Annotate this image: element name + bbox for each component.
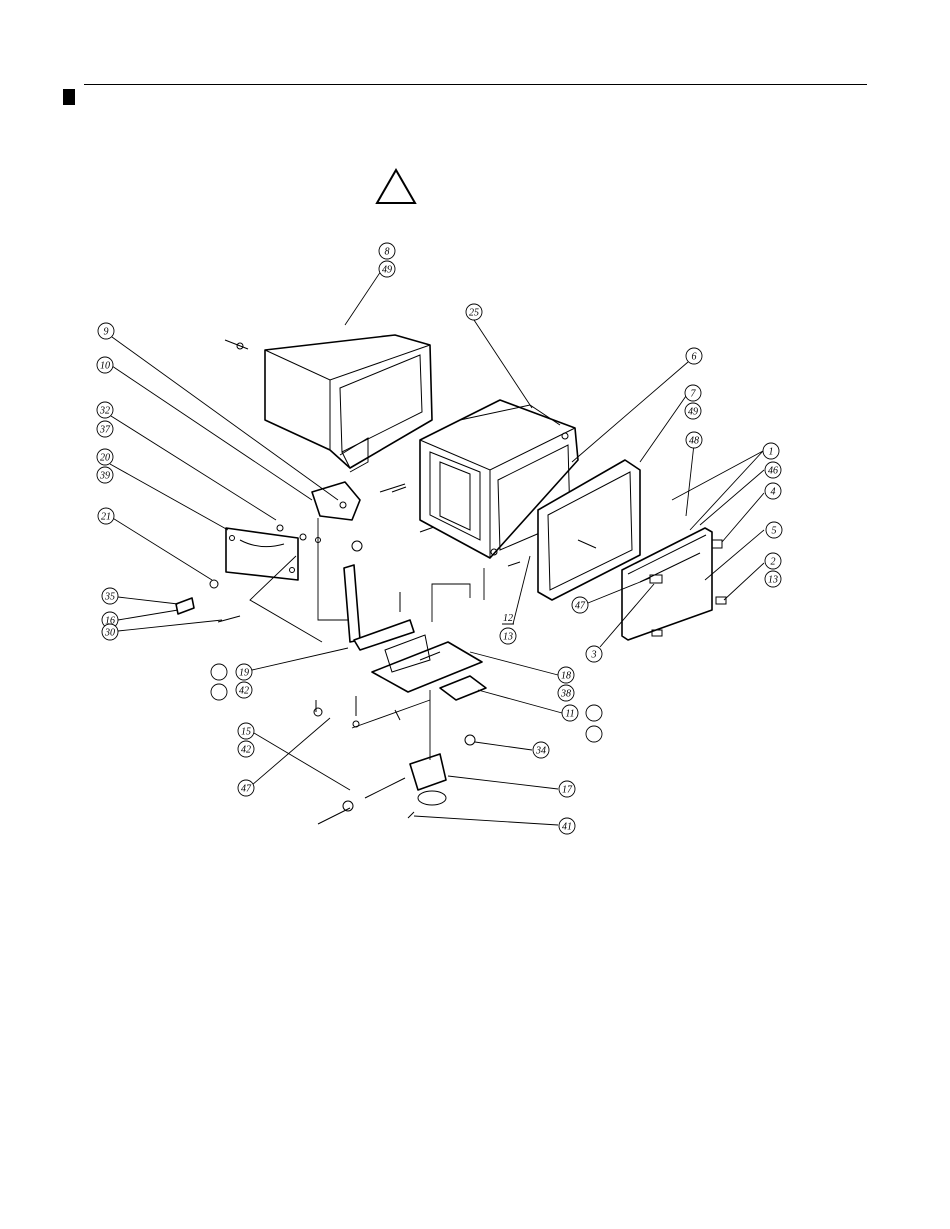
svg-text:5: 5 xyxy=(772,526,777,537)
svg-text:19: 19 xyxy=(239,668,249,679)
svg-text:17: 17 xyxy=(562,785,573,796)
svg-text:37: 37 xyxy=(99,425,111,436)
warning-triangle-icon xyxy=(377,170,415,203)
svg-text:47: 47 xyxy=(575,601,586,612)
svg-text:32: 32 xyxy=(99,406,110,417)
svg-text:20: 20 xyxy=(100,453,110,464)
callout-13-panel: 13 xyxy=(765,571,781,587)
callout-15: 15 xyxy=(238,723,254,739)
svg-text:49: 49 xyxy=(688,407,698,418)
svg-text:12: 12 xyxy=(503,613,513,624)
svg-text:8: 8 xyxy=(385,247,390,258)
svg-text:4: 4 xyxy=(771,487,776,498)
callout-12: 12 xyxy=(502,613,514,624)
svg-text:13: 13 xyxy=(503,632,513,643)
svg-text:10: 10 xyxy=(100,361,110,372)
svg-text:46: 46 xyxy=(768,466,778,477)
svg-text:15: 15 xyxy=(241,727,251,738)
callout-39: 39 xyxy=(97,467,113,483)
callout-8: 8 xyxy=(379,243,395,259)
callout-9: 9 xyxy=(98,323,114,339)
svg-text:21: 21 xyxy=(101,512,111,523)
callout-46: 46 xyxy=(765,462,781,478)
callout-41: 41 xyxy=(559,818,575,834)
part-support-arm xyxy=(344,565,414,650)
callout-35: 35 xyxy=(102,588,118,604)
callout-49-bezel: 49 xyxy=(685,403,701,419)
callout-6: 6 xyxy=(686,348,702,364)
part-hood-cover xyxy=(225,335,432,472)
callout-48: 48 xyxy=(686,432,702,448)
callout-47-screws: 47 xyxy=(238,780,254,796)
svg-text:48: 48 xyxy=(689,436,699,447)
part-angle-bracket xyxy=(312,482,405,551)
svg-text:11: 11 xyxy=(565,709,574,720)
callout-38: 38 xyxy=(558,685,574,701)
part-base-plate xyxy=(372,635,486,700)
callout-32: 32 xyxy=(97,402,113,418)
svg-text:38: 38 xyxy=(560,689,571,700)
svg-text:25: 25 xyxy=(469,308,479,319)
svg-text:2: 2 xyxy=(771,557,776,568)
svg-text:18: 18 xyxy=(561,671,571,682)
svg-text:35: 35 xyxy=(104,592,115,603)
reference-circle-42 xyxy=(211,684,227,700)
callout-leaders xyxy=(110,262,764,825)
callout-20: 20 xyxy=(97,449,113,465)
svg-text:42: 42 xyxy=(241,745,251,756)
callout-2: 2 xyxy=(765,553,781,569)
callout-7: 7 xyxy=(685,385,701,401)
callout-17: 17 xyxy=(559,781,575,797)
reference-circle-19 xyxy=(211,664,227,680)
callout-49-hood: 49 xyxy=(379,261,395,277)
svg-text:30: 30 xyxy=(104,628,115,639)
reference-circle-11b xyxy=(586,726,602,742)
svg-text:13: 13 xyxy=(768,575,778,586)
svg-text:34: 34 xyxy=(535,746,546,757)
callout-3: 3 xyxy=(586,646,602,662)
svg-text:47: 47 xyxy=(241,784,252,795)
callout-13-cabinet: 13 xyxy=(500,628,516,644)
svg-text:3: 3 xyxy=(591,650,597,661)
callout-5: 5 xyxy=(766,522,782,538)
callout-10: 10 xyxy=(97,357,113,373)
callout-25: 25 xyxy=(466,304,482,320)
part-blower-motor xyxy=(318,735,475,824)
callout-47-panel: 47 xyxy=(572,597,588,613)
callout-18: 18 xyxy=(558,667,574,683)
svg-text:39: 39 xyxy=(99,471,110,482)
callout-37: 37 xyxy=(97,421,113,437)
svg-text:6: 6 xyxy=(692,352,697,363)
callout-34: 34 xyxy=(533,742,549,758)
svg-text:1: 1 xyxy=(769,447,774,458)
part-small-hardware xyxy=(176,580,240,622)
svg-text:49: 49 xyxy=(382,265,392,276)
svg-text:42: 42 xyxy=(239,686,249,697)
callout-11: 11 xyxy=(562,705,578,721)
callout-21: 21 xyxy=(98,508,114,524)
callout-42-shaft: 42 xyxy=(238,741,254,757)
callout-1: 1 xyxy=(763,443,779,459)
svg-text:41: 41 xyxy=(562,822,572,833)
callout-4: 4 xyxy=(765,483,781,499)
callout-30: 30 xyxy=(102,624,118,640)
callout-19: 19 xyxy=(236,664,252,680)
reference-circle-11 xyxy=(586,705,602,721)
part-side-plate xyxy=(226,525,321,580)
callout-42-arm: 42 xyxy=(236,682,252,698)
svg-text:9: 9 xyxy=(104,327,109,338)
